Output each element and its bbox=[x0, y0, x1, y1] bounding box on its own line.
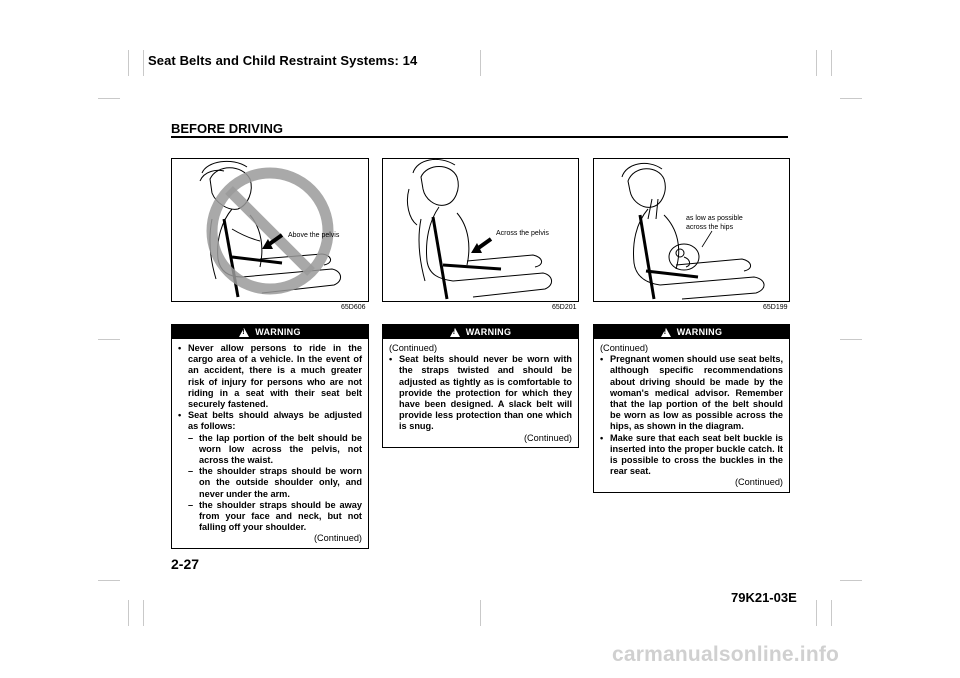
seated-person-illustration: Across the pelvis bbox=[406, 159, 552, 300]
continued-label: (Continued) bbox=[734, 477, 783, 488]
continued-label: (Continued) bbox=[523, 432, 572, 443]
chapter-header: Seat Belts and Child Restraint Systems: … bbox=[148, 53, 418, 68]
bullet-item: •Make sure that each seat belt buckle is… bbox=[600, 432, 783, 477]
sub-item: –the shoulder straps should be away from… bbox=[188, 499, 362, 533]
bullet-item: •Seat belts should always be adjusted as… bbox=[178, 410, 362, 432]
crop-mark bbox=[816, 600, 817, 626]
warning-header: WARNING bbox=[594, 325, 789, 339]
figure-across-pelvis: Across the pelvis bbox=[382, 158, 579, 302]
warning-box: WARNING •Never allow persons to ride in … bbox=[171, 324, 369, 549]
crop-mark bbox=[98, 339, 120, 340]
warning-title: WARNING bbox=[255, 327, 301, 337]
header-rule bbox=[171, 136, 788, 138]
arrow-icon bbox=[471, 237, 493, 253]
figure-caption: Across the pelvis bbox=[496, 230, 549, 237]
crop-mark bbox=[816, 50, 817, 76]
crop-mark bbox=[840, 580, 862, 581]
crop-mark bbox=[143, 600, 144, 626]
figure-pregnant-belt: as low as possible across the hips bbox=[593, 158, 790, 302]
page-number: 2-27 bbox=[171, 556, 200, 572]
fetus-icon bbox=[668, 243, 700, 271]
warning-title: WARNING bbox=[465, 327, 512, 337]
crop-mark bbox=[831, 600, 832, 626]
figure-caption: Above the pelvis bbox=[288, 232, 340, 239]
figure-caption-line: as low as possible bbox=[686, 215, 743, 222]
crop-mark bbox=[128, 600, 129, 626]
figure-code: 65D201 bbox=[552, 304, 577, 311]
bullet-item: •Pregnant women should use seat belts, a… bbox=[600, 354, 783, 432]
warning-triangle-icon bbox=[660, 327, 671, 337]
crop-mark bbox=[98, 580, 120, 581]
seated-person-illustration: Above the pelvis bbox=[199, 160, 341, 298]
warning-title: WARNING bbox=[676, 327, 723, 337]
continued-label: (Continued) bbox=[389, 343, 438, 353]
continued-label: (Continued) bbox=[313, 533, 362, 544]
warning-box: WARNING (Continued) •Seat belts should n… bbox=[382, 324, 579, 448]
document-code: 79K21-03E bbox=[731, 590, 797, 605]
arrow-icon bbox=[262, 233, 284, 249]
sub-item: –the shoulder straps should be worn on t… bbox=[188, 466, 362, 499]
sub-item: –the lap portion of the belt should be w… bbox=[188, 432, 362, 466]
callout-line bbox=[701, 230, 713, 248]
watermark: carmanualsonline.info bbox=[612, 643, 840, 666]
warning-box: WARNING (Continued) •Pregnant women shou… bbox=[593, 324, 790, 493]
warning-triangle-icon bbox=[449, 327, 460, 337]
crop-mark bbox=[98, 98, 120, 99]
crop-mark bbox=[480, 600, 481, 626]
crop-mark bbox=[831, 50, 832, 76]
bullet-item: •Seat belts should never be worn with th… bbox=[389, 354, 572, 432]
warning-triangle-icon bbox=[239, 327, 250, 337]
warning-header: WARNING bbox=[383, 325, 578, 339]
crop-mark bbox=[840, 339, 862, 340]
warning-header: WARNING bbox=[172, 325, 368, 339]
prohibition-sign-icon bbox=[206, 167, 334, 295]
figure-code: 65D199 bbox=[763, 304, 788, 311]
pregnant-person-illustration: as low as possible across the hips bbox=[621, 162, 765, 300]
crop-mark bbox=[143, 50, 144, 76]
continued-label: (Continued) bbox=[600, 343, 649, 353]
figure-above-pelvis: Above the pelvis bbox=[171, 158, 369, 302]
crop-mark bbox=[128, 50, 129, 76]
figure-code: 65D606 bbox=[341, 304, 366, 311]
bullet-item: •Never allow persons to ride in the carg… bbox=[178, 343, 362, 410]
crop-mark bbox=[480, 50, 481, 76]
section-title: BEFORE DRIVING bbox=[171, 121, 283, 136]
crop-mark bbox=[840, 98, 862, 99]
figure-caption-line: across the hips bbox=[686, 224, 734, 231]
